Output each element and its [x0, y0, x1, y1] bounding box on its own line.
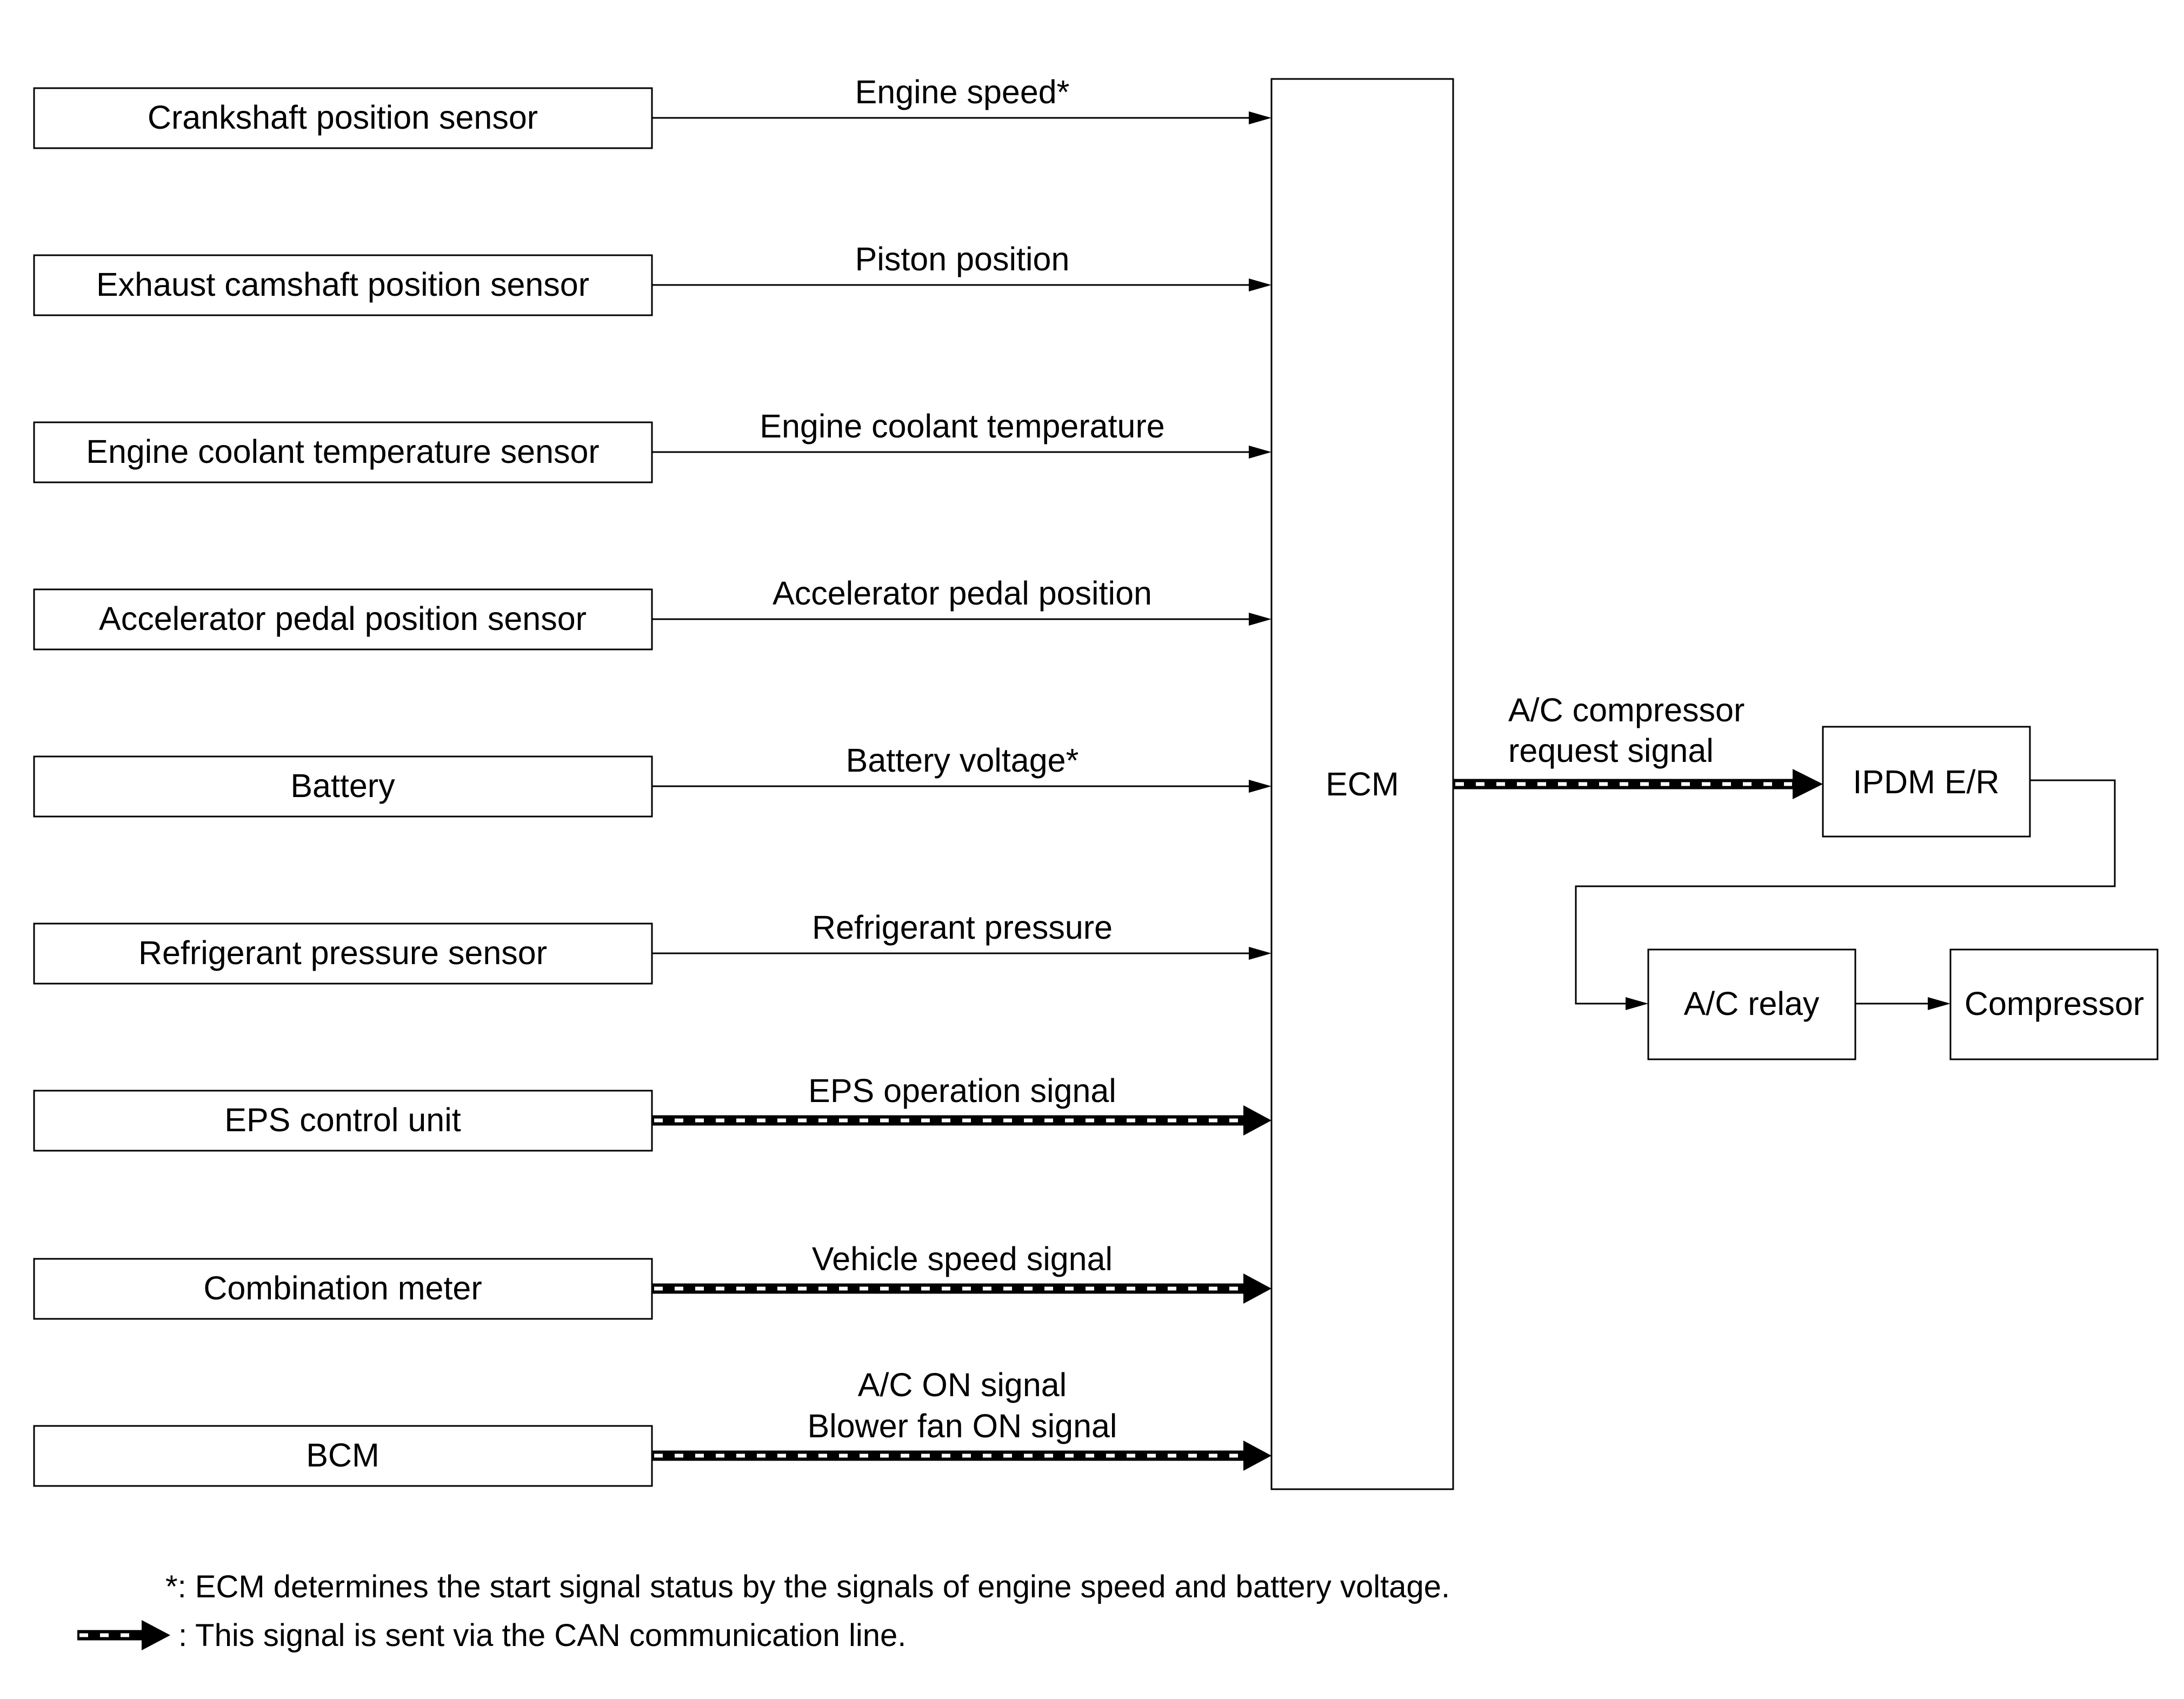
ac-on-signal-label: A/C ON signal [858, 1366, 1067, 1403]
input-row-eps: EPS control unit EPS operation signal [33, 1072, 1271, 1152]
ipdm-to-relay-arrowhead [1626, 997, 1648, 1010]
vehicle-speed-signal-label: Vehicle speed signal [812, 1240, 1113, 1277]
piston-position-arrowhead [1249, 278, 1271, 291]
engine-speed-signal-label: Engine speed* [855, 74, 1070, 110]
combination-meter-box [33, 1258, 653, 1320]
ipdm-er-box [1822, 726, 2031, 838]
engine-speed-arrowhead [1249, 111, 1271, 124]
input-row-accelerator: Accelerator pedal position sensor Accele… [33, 575, 1271, 651]
input-row-refrigerant: Refrigerant pressure sensor Refrigerant … [33, 909, 1271, 985]
accelerator-pedal-position-sensor-label: Accelerator pedal position sensor [99, 600, 587, 637]
asterisk-note: *: ECM determines the start signal statu… [165, 1569, 1450, 1604]
ipdm-er-label: IPDM E/R [1853, 764, 1999, 800]
accelerator-pedal-position-sensor-box [33, 588, 653, 651]
ecm-label: ECM [1326, 766, 1399, 802]
exhaust-camshaft-position-sensor-box [33, 254, 653, 316]
bcm-label: BCM [306, 1437, 379, 1474]
ecm-box [1270, 78, 1454, 1490]
refrigerant-pressure-arrowhead [1249, 947, 1271, 960]
crankshaft-position-sensor-label: Crankshaft position sensor [148, 99, 538, 136]
refrigerant-pressure-sensor-label: Refrigerant pressure sensor [138, 934, 547, 971]
engine-coolant-temperature-sensor-label: Engine coolant temperature sensor [86, 433, 599, 470]
ac-compressor-request-arrowhead [1793, 769, 1823, 799]
exhaust-camshaft-position-sensor-label: Exhaust camshaft position sensor [96, 266, 589, 303]
engine-coolant-temperature-arrowhead [1249, 446, 1271, 459]
battery-voltage-signal-label: Battery voltage* [846, 742, 1079, 779]
ac-compressor-request-label-line1: A/C compressor [1508, 692, 1744, 728]
eps-operation-signal-label: EPS operation signal [808, 1072, 1116, 1109]
combination-meter-label: Combination meter [203, 1270, 482, 1306]
bcm-arrowhead [1243, 1441, 1271, 1471]
ac-relay-label: A/C relay [1684, 985, 1820, 1022]
eps-operation-arrowhead [1243, 1105, 1271, 1136]
input-rows: Crankshaft position sensor Engine speed*… [33, 74, 1271, 1487]
battery-box [33, 755, 653, 818]
blower-fan-on-signal-label: Blower fan ON signal [808, 1408, 1117, 1444]
can-legend-arrowhead [142, 1620, 170, 1650]
ac-relay-box [1647, 948, 1856, 1060]
ipdm-to-relay-wire [1575, 779, 2116, 1005]
vehicle-speed-arrowhead [1243, 1273, 1271, 1304]
engine-coolant-temperature-sensor-box [33, 421, 653, 483]
input-row-exhaust-camshaft: Exhaust camshaft position sensor Piston … [33, 241, 1271, 316]
refrigerant-pressure-signal-label: Refrigerant pressure [812, 909, 1113, 946]
eps-control-unit-label: EPS control unit [224, 1101, 461, 1138]
input-row-combination-meter: Combination meter Vehicle speed signal [33, 1240, 1271, 1320]
input-row-crankshaft: Crankshaft position sensor Engine speed* [33, 74, 1271, 149]
ac-compressor-request-label-line2: request signal [1508, 732, 1714, 769]
crankshaft-position-sensor-box [33, 87, 653, 149]
battery-voltage-arrowhead [1249, 780, 1271, 793]
can-legend-note: : This signal is sent via the CAN commun… [178, 1618, 906, 1653]
footnotes: *: ECM determines the start signal statu… [77, 1569, 1450, 1653]
compressor-box [1949, 948, 2159, 1060]
compressor-label: Compressor [1965, 985, 2144, 1022]
relay-to-compressor-arrowhead [1928, 997, 1950, 1010]
accelerator-pedal-position-signal-label: Accelerator pedal position [773, 575, 1152, 612]
ecm-block: ECM [1270, 78, 1454, 1490]
piston-position-signal-label: Piston position [855, 241, 1070, 277]
input-row-coolant: Engine coolant temperature sensor Engine… [33, 408, 1271, 483]
refrigerant-pressure-sensor-box [33, 922, 653, 985]
input-row-bcm: BCM A/C ON signal Blower fan ON signal [33, 1366, 1271, 1487]
output-chain: A/C compressor request signal IPDM E/R A… [1453, 692, 2159, 1060]
accelerator-pedal-position-arrowhead [1249, 613, 1271, 626]
eps-control-unit-box [33, 1090, 653, 1152]
battery-label: Battery [290, 767, 395, 804]
input-row-battery: Battery Battery voltage* [33, 742, 1271, 818]
engine-coolant-temperature-signal-label: Engine coolant temperature [760, 408, 1164, 444]
